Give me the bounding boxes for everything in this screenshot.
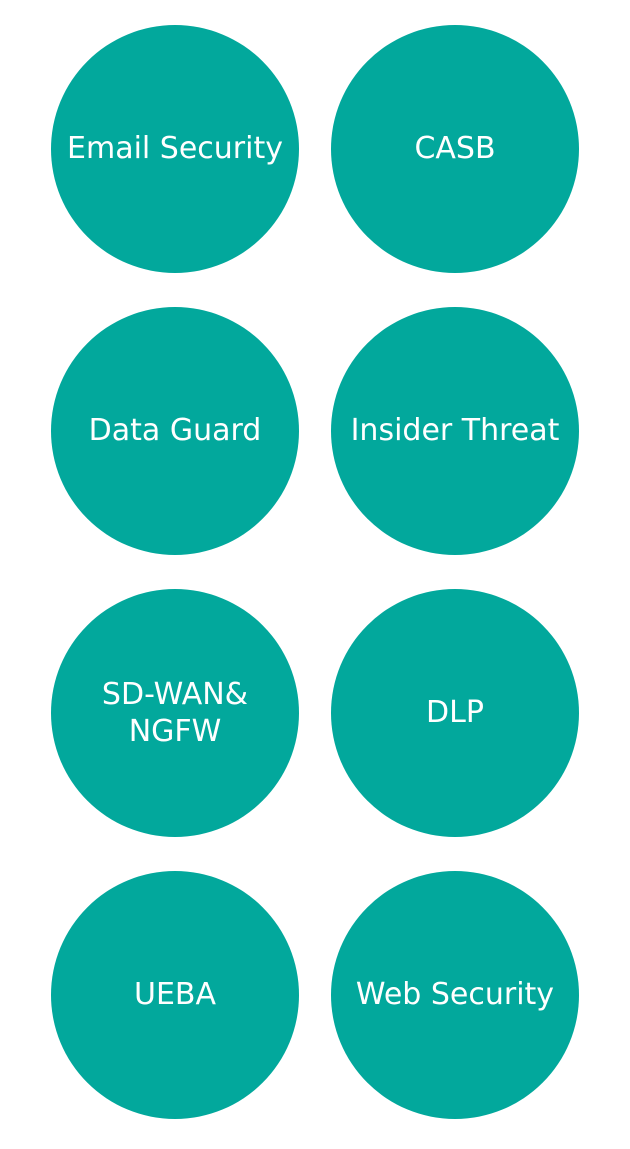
product-label: SD-WAN& NGFW [101, 676, 249, 750]
product-label: CASB [414, 131, 496, 167]
product-circle-web-security[interactable]: Web Security [331, 871, 579, 1119]
product-circle-email-security[interactable]: Email Security [51, 25, 299, 273]
product-circle-casb[interactable]: CASB [331, 25, 579, 273]
product-label: DLP [426, 695, 484, 731]
product-label: UEBA [133, 977, 217, 1013]
product-label: Data Guard [88, 413, 262, 449]
product-label: Insider Threat [350, 413, 560, 449]
product-circle-ueba[interactable]: UEBA [51, 871, 299, 1119]
product-circle-data-guard[interactable]: Data Guard [51, 307, 299, 555]
product-circle-sd-wan-ngfw[interactable]: SD-WAN& NGFW [51, 589, 299, 837]
product-circle-insider-threat[interactable]: Insider Threat [331, 307, 579, 555]
product-label: Email Security [67, 131, 283, 167]
product-circle-dlp[interactable]: DLP [331, 589, 579, 837]
product-label: Web Security [355, 977, 555, 1013]
